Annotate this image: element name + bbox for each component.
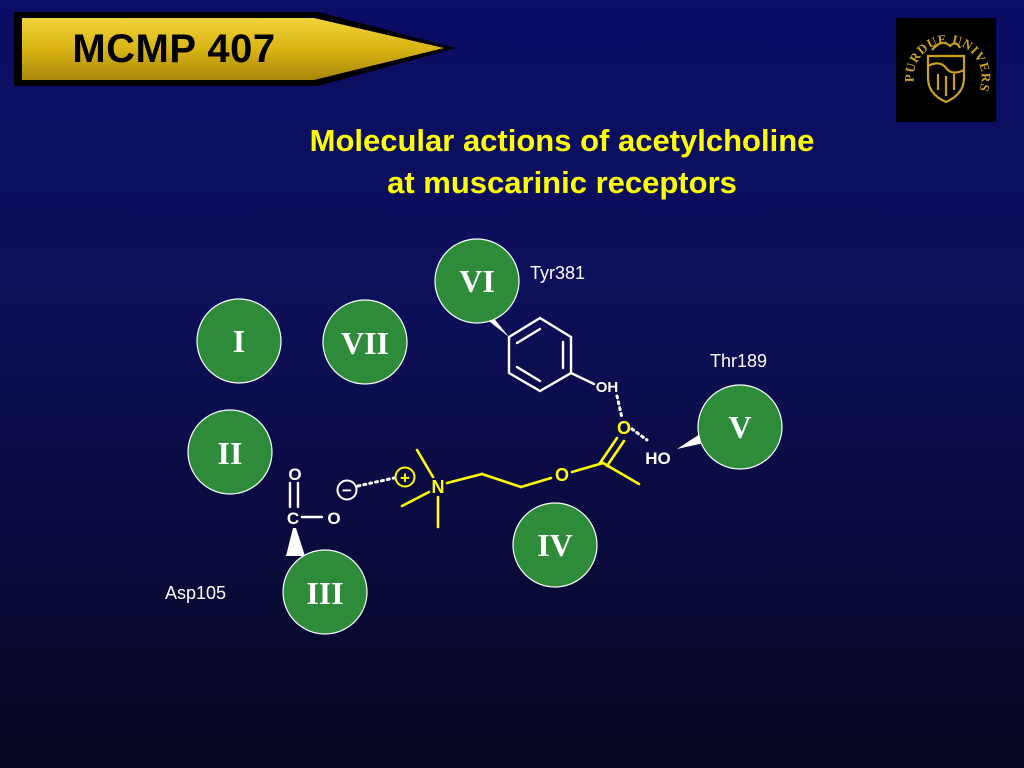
- university-seal-logo: PURDUE UNIVERSITY: [896, 18, 996, 122]
- ach-ch2-ch2-bond: [480, 472, 523, 489]
- ach-carbonyl-double-bond-a: [598, 436, 619, 465]
- helix-III: III: [282, 549, 368, 635]
- thr-hydroxyl-label: HO: [645, 449, 671, 468]
- tyr-ring-double-bond-3: [515, 365, 542, 383]
- helix-VI: VI: [434, 238, 520, 324]
- residue-label-thr: Thr189: [710, 351, 767, 371]
- helix-V: V: [697, 384, 783, 470]
- ach-carbonyl-oxygen-label: O: [617, 418, 631, 438]
- h-bond-thr: [630, 427, 649, 442]
- helix-label-VII: VII: [341, 325, 389, 361]
- helix-label-I: I: [233, 323, 245, 359]
- ach-n-ch2-bond: [445, 472, 484, 485]
- residue-label-tyr: Tyr381: [530, 263, 585, 283]
- slide-title: Molecular actions of acetylcholine at mu…: [262, 120, 862, 204]
- ionic-bond: [356, 476, 396, 488]
- helix-label-V: V: [728, 409, 751, 445]
- tyr-hydroxyl-label: OH: [596, 379, 619, 396]
- h-bond-tyr: [615, 394, 624, 420]
- thr-wedge-bond: [677, 434, 704, 449]
- ach-nitrogen-label: N: [432, 477, 445, 497]
- asp-oxygen-right-label: O: [327, 509, 340, 528]
- positive-charge-sign: +: [400, 469, 410, 488]
- helix-label-VI: VI: [459, 263, 495, 299]
- ach-ester-oxygen-label: O: [555, 465, 569, 485]
- helix-label-II: II: [218, 435, 243, 471]
- negative-charge-icon: [336, 479, 358, 501]
- positive-charge-icon: [394, 466, 416, 488]
- helix-I: I: [196, 298, 282, 384]
- ach-ch2-o-bond: [519, 476, 553, 489]
- asp-carbon-label: C: [287, 509, 299, 528]
- tyr-ring-double-bond-1: [515, 327, 542, 345]
- shield-icon: [926, 41, 966, 104]
- slide-title-line-2: at muscarinic receptors: [387, 165, 737, 200]
- ach-n-methyl-2: [400, 490, 431, 508]
- helix-label-IV: IV: [537, 527, 573, 563]
- ach-n-methyl-1: [415, 448, 435, 479]
- negative-charge-sign: −: [342, 481, 352, 500]
- helix-VII: VII: [322, 299, 408, 385]
- asp-oxygen-top-label: O: [288, 465, 301, 484]
- asp-wedge-bond: [286, 528, 305, 556]
- course-banner: [14, 12, 456, 86]
- slide-title-line-1: Molecular actions of acetylcholine: [309, 123, 815, 158]
- helix-II: II: [187, 409, 273, 495]
- banner-plate: [22, 18, 444, 80]
- ach-carbonyl-double-bond-b: [605, 439, 626, 468]
- tyr-oh-bond: [569, 371, 596, 386]
- ach-o-carbonyl-bond: [570, 461, 605, 474]
- ach-methyl-bond: [601, 461, 641, 486]
- residue-label-asp: Asp105: [165, 583, 226, 603]
- helix-label-III: III: [306, 575, 343, 611]
- course-code: MCMP 407: [72, 26, 276, 71]
- helix-IV: IV: [512, 502, 598, 588]
